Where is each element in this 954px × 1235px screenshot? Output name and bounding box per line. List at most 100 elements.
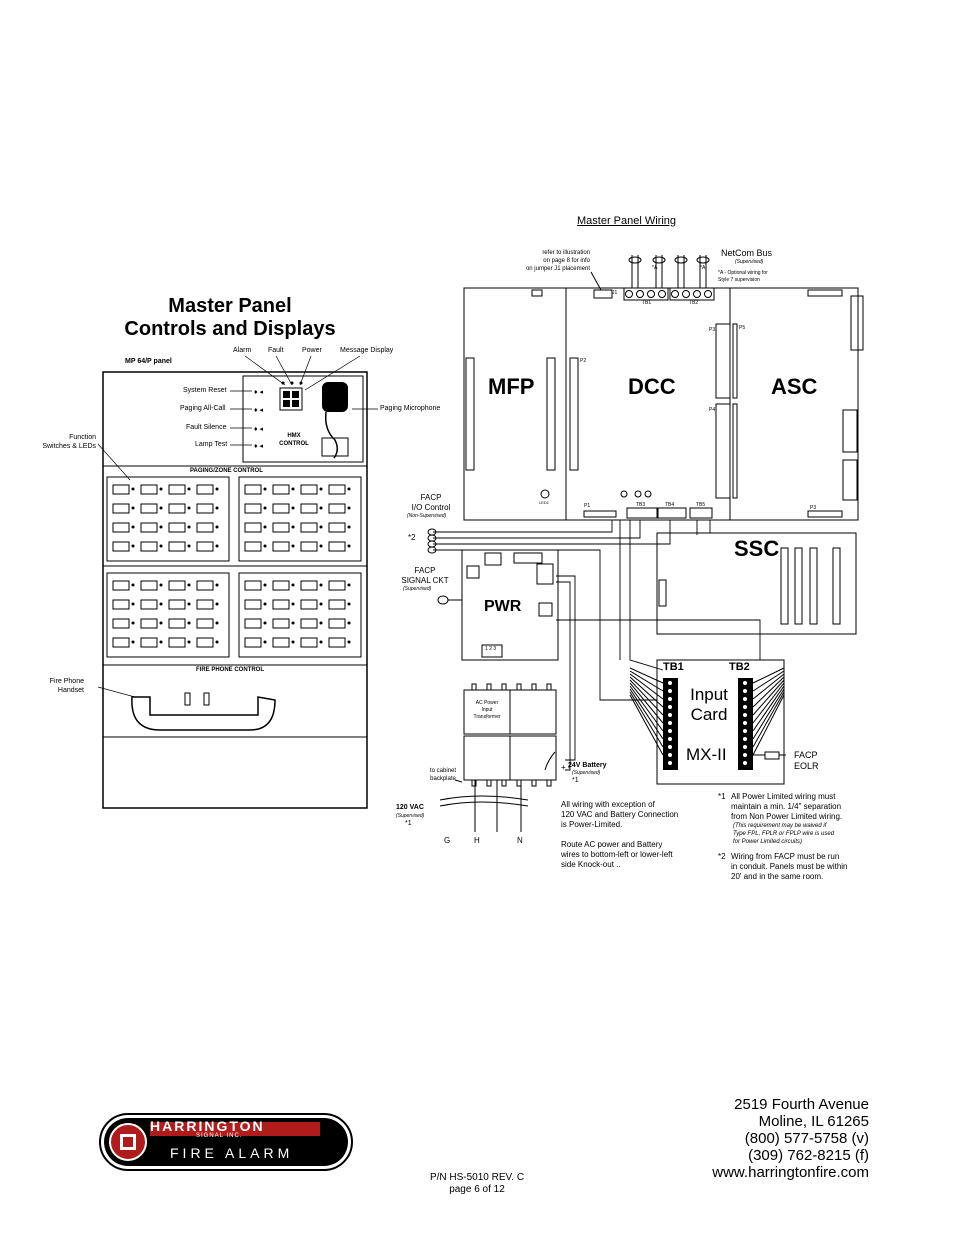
- top-label-power: Power: [302, 347, 322, 354]
- battery-star1: *1: [572, 777, 579, 784]
- zone-switch: [168, 484, 186, 495]
- zone-switch: [300, 637, 318, 648]
- input-wire: [629, 694, 664, 756]
- input-wire: [752, 685, 785, 732]
- zone-switch: [196, 503, 214, 514]
- wiring-title: Master Panel Wiring: [577, 215, 677, 227]
- jumper-note-line-2: on page 8 for info: [543, 258, 590, 264]
- zone-led: [263, 602, 267, 606]
- note2-text: Wiring from FACP must be run in conduit.…: [731, 852, 848, 882]
- zone-led: [347, 640, 351, 644]
- note1-line-1: All Power Limited wiring must: [731, 792, 836, 801]
- zone-switch: [272, 541, 290, 552]
- tb2-pin: [743, 753, 747, 757]
- zone-led: [291, 583, 295, 587]
- battery-sub: (Supervised): [572, 770, 601, 776]
- zone-block: [106, 572, 230, 658]
- input-wire: [752, 688, 785, 740]
- p1-label: P1: [584, 503, 591, 509]
- input-wire: [629, 688, 664, 740]
- battery-label: 24V Battery: [568, 762, 607, 769]
- switch-label-lamp-test: Lamp Test: [195, 441, 228, 448]
- zone-switch: [300, 541, 318, 552]
- transformer-pin: [546, 683, 552, 691]
- tb1-pin: [668, 705, 672, 709]
- note2-line-2: in conduit. Panels must be within: [731, 862, 848, 871]
- dcc-label: DCC: [628, 374, 676, 399]
- zone-switch: [140, 637, 158, 648]
- transformer-pin: [501, 683, 507, 691]
- tb1-top-label: TB1: [642, 300, 652, 306]
- note2-line-1: Wiring from FACP must be run: [731, 852, 840, 861]
- zone-switch: [140, 541, 158, 552]
- zone-led: [263, 583, 267, 587]
- zone-led: [159, 621, 163, 625]
- zone-switch: [272, 599, 290, 610]
- zone-led: [263, 506, 267, 510]
- tb5-label: TB5: [696, 502, 706, 508]
- facp-io-line-2: I/O Control: [411, 503, 451, 512]
- p3-bottom-label: P3: [810, 505, 817, 511]
- svg-text:♦ ◂: ♦ ◂: [254, 407, 264, 414]
- star-a-1: *A: [652, 265, 658, 271]
- wiring-note-2-line-3: side Knock-out ..: [561, 860, 621, 869]
- zone-switch: [196, 580, 214, 591]
- vac-label: 120 VAC: [396, 804, 424, 811]
- zone-led: [263, 487, 267, 491]
- p2-label: P2: [580, 358, 587, 364]
- input-wire: [629, 691, 664, 748]
- website-link[interactable]: www.harringtonfire.com: [712, 1164, 869, 1181]
- svg-text:♦ ◂: ♦ ◂: [254, 426, 264, 433]
- title-line-2: Controls and Displays: [124, 318, 336, 340]
- zone-switch: [168, 503, 186, 514]
- zone-switch: [328, 522, 346, 533]
- function-label: Function: [69, 434, 96, 441]
- jumper-note: refer to illustration on page 8 for info…: [508, 249, 590, 273]
- zone-switch: [112, 637, 130, 648]
- fire-phone-label: Fire Phone: [49, 678, 84, 685]
- zone-led: [131, 525, 135, 529]
- zone-led: [187, 487, 191, 491]
- fire-phone-control-label: FIRE PHONE CONTROL: [196, 667, 265, 673]
- zone-led: [131, 506, 135, 510]
- zone-led: [319, 487, 323, 491]
- note1-italic-line-2: Type FPL, FPLR or FPLP wire is used: [733, 831, 835, 837]
- facp-eolr-line-1: FACP: [794, 750, 818, 760]
- terminal-screw: [671, 290, 679, 298]
- zone-switch: [272, 484, 290, 495]
- function-switches-label: Function Switches & LEDs: [38, 433, 96, 451]
- zone-switch: [300, 618, 318, 629]
- transformer-pin: [486, 779, 492, 787]
- zone-led: [215, 506, 219, 510]
- zone-led: [319, 621, 323, 625]
- input-wire: [629, 679, 664, 716]
- tb1-pin: [668, 713, 672, 717]
- zone-switch: [244, 580, 262, 591]
- p4-label: P4: [709, 407, 716, 413]
- transformer-pin: [516, 779, 522, 787]
- zone-switch: [244, 541, 262, 552]
- wiring-note-2: Route AC power and Battery wires to bott…: [561, 840, 673, 870]
- transformer-pin: [486, 683, 492, 691]
- zone-led: [291, 544, 295, 548]
- zone-switch: [300, 599, 318, 610]
- zone-switch: [300, 522, 318, 533]
- input-card-label: Input Card: [683, 685, 735, 725]
- zone-switch: [168, 599, 186, 610]
- page-title: Master Panel Controls and Displays: [100, 295, 360, 341]
- zone-led: [347, 602, 351, 606]
- zone-switch: [140, 503, 158, 514]
- facp-io-sub: (Non-Supervised): [407, 513, 447, 519]
- zone-led: [291, 487, 295, 491]
- tb4-label: TB4: [665, 502, 675, 508]
- mx2-label: MX-II: [686, 745, 727, 764]
- zone-switch: [328, 580, 346, 591]
- transformer-pin: [531, 779, 537, 787]
- input-wire: [752, 673, 785, 700]
- paging-zone-control-label: PAGING/ZONE CONTROL: [190, 468, 263, 474]
- zone-block: [238, 572, 362, 658]
- to-cabinet-line-2: backplate: [430, 776, 456, 782]
- function-switch-leds: ♦ ◂ ♦ ◂ ♦ ◂ ♦ ◂: [254, 389, 264, 450]
- hmx-control-label: HMX CONTROL: [275, 432, 313, 448]
- fire-phone-handset-label: Fire Phone Handset: [40, 677, 84, 695]
